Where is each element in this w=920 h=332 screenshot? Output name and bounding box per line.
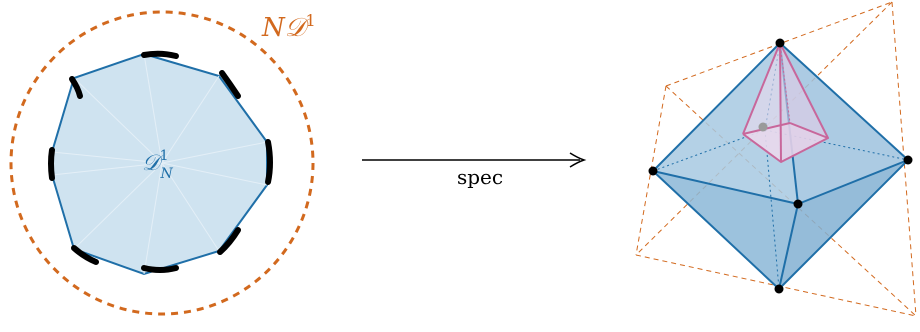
octahedron-face-front-right-top: [780, 43, 908, 204]
arc-bottom-left: [71, 245, 99, 265]
thick-arcs: [48, 50, 273, 273]
arc-left: [48, 147, 55, 181]
octahedron-face-front-left-top: [653, 43, 798, 204]
arc-right: [265, 139, 273, 185]
inner-point: [758, 122, 768, 132]
vertex-right: [903, 155, 913, 165]
spec-arrow: spec: [362, 152, 587, 189]
arc-top-left: [69, 76, 83, 99]
octahedron-vertices: [648, 38, 913, 294]
arc-top-right: [219, 70, 241, 99]
pink-pyramid: [742, 42, 829, 163]
arc-bottom: [141, 265, 179, 273]
vertex-top: [775, 38, 785, 48]
outer-circle-label: N𝒟1: [261, 11, 316, 43]
octahedron-face-front-left-bottom: [653, 171, 798, 289]
right-figure: [635, 1, 917, 317]
arc-bottom-right: [217, 227, 241, 255]
arrow-label: spec: [457, 165, 503, 189]
outer-dashed-circle: [9, 10, 315, 316]
vertex-front: [793, 199, 803, 209]
octahedron-hidden-edges: [652, 42, 909, 290]
pyramid-hidden-edge: [779, 42, 791, 124]
arrow-head: [569, 152, 587, 168]
arc-top: [141, 50, 179, 59]
decagon-internal-lines: [51, 53, 268, 275]
vertex-bottom: [774, 284, 784, 294]
vertex-left: [648, 166, 658, 176]
